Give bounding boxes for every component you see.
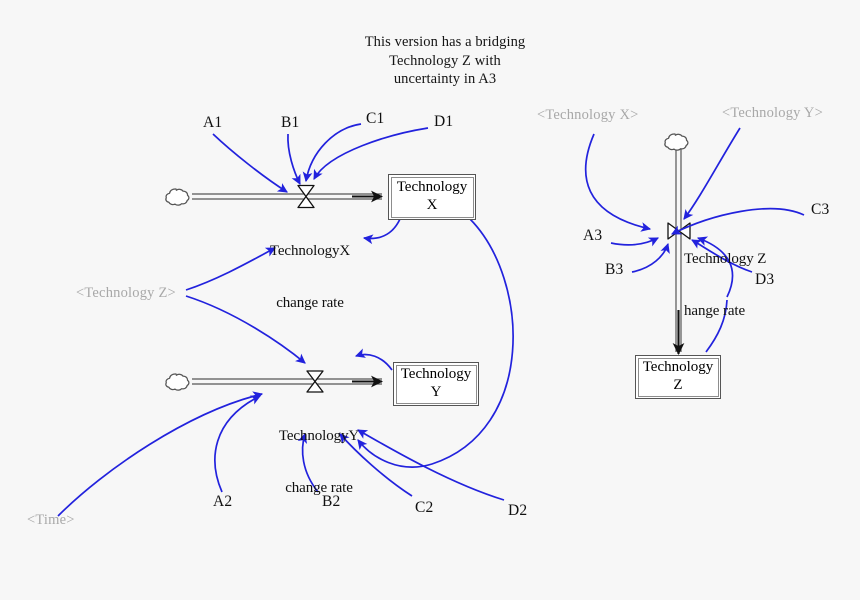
stock-y-line2: Y bbox=[430, 384, 442, 400]
rate-z-line1: Technology Z bbox=[684, 250, 767, 267]
stock-z-line1: Technology bbox=[642, 359, 714, 376]
stock-z-line2: Z bbox=[673, 377, 683, 393]
cloud-source-z bbox=[664, 133, 689, 151]
diagram-title: This version has a bridging Technology Z… bbox=[330, 33, 560, 89]
rate-technologyz-change-rate[interactable]: Technology Z hange rate bbox=[684, 216, 784, 355]
stock-technology-y-label: Technology Y bbox=[401, 366, 472, 401]
aux-variable-c1[interactable]: C1 bbox=[366, 110, 385, 127]
link-a3-to-ratez bbox=[610, 237, 659, 247]
causal-links-y bbox=[57, 348, 505, 517]
aux-variable-b2[interactable]: B2 bbox=[322, 493, 341, 510]
rate-x-line2: change rate bbox=[276, 294, 344, 311]
flow-pipe-z bbox=[672, 146, 685, 355]
aux-variable-d3[interactable]: D3 bbox=[755, 271, 775, 288]
aux-variable-b3[interactable]: B3 bbox=[605, 261, 624, 278]
valve-x bbox=[297, 184, 315, 209]
link-techx-to-ratey bbox=[357, 218, 514, 468]
stock-technology-z-label: Technology Z bbox=[643, 359, 714, 394]
link-c1-to-ratex bbox=[302, 123, 362, 183]
causal-links-shadow-z bbox=[185, 247, 306, 364]
link-techx-to-ratex bbox=[362, 218, 401, 245]
link-c3-to-ratez bbox=[671, 207, 805, 235]
stock-technology-z[interactable]: Technology Z bbox=[635, 355, 721, 399]
shadow-variable-technology-x[interactable]: <Technology X> bbox=[537, 107, 639, 123]
cloud-source-y bbox=[165, 373, 190, 391]
causal-links-x bbox=[212, 123, 429, 245]
aux-variable-a2[interactable]: A2 bbox=[213, 493, 233, 510]
aux-variable-d2[interactable]: D2 bbox=[508, 502, 528, 519]
stock-x-line2: X bbox=[426, 197, 438, 213]
shadow-variable-technology-z[interactable]: <Technology Z> bbox=[76, 285, 176, 301]
rate-y-line2: change rate bbox=[285, 479, 353, 496]
link-a1-to-ratex bbox=[212, 133, 288, 193]
link-b3-to-ratez bbox=[631, 242, 670, 273]
valve-y bbox=[306, 370, 324, 393]
link-d3-to-ratez bbox=[691, 239, 753, 273]
causal-links-z bbox=[584, 127, 805, 353]
aux-variable-a1[interactable]: A1 bbox=[203, 114, 223, 131]
link-time-to-ratey bbox=[57, 391, 264, 517]
link-d2-to-ratey bbox=[357, 429, 505, 501]
rate-z-line2: hange rate bbox=[684, 302, 746, 319]
stock-technology-x[interactable]: Technology X bbox=[388, 174, 476, 220]
causal-links-bridge bbox=[357, 218, 514, 468]
stock-technology-x-label: Technology X bbox=[397, 179, 468, 214]
link-shadowy-to-ratez bbox=[683, 127, 741, 220]
rate-technologyy-change-rate[interactable]: TechnologyY change rate bbox=[265, 393, 373, 532]
rate-technologyx-change-rate[interactable]: TechnologyX change rate bbox=[256, 208, 364, 347]
shadow-variable-time[interactable]: <Time> bbox=[27, 512, 75, 528]
cloud-source-x bbox=[165, 188, 190, 206]
aux-variable-b1[interactable]: B1 bbox=[281, 114, 300, 131]
stock-technology-y[interactable]: Technology Y bbox=[393, 362, 479, 406]
stock-y-line1: Technology bbox=[400, 366, 472, 383]
link-techz-feedback-tail bbox=[705, 299, 728, 353]
aux-variable-c3[interactable]: C3 bbox=[811, 201, 830, 218]
shadow-variable-technology-y[interactable]: <Technology Y> bbox=[722, 105, 823, 121]
link-shadowz-to-ratey bbox=[185, 295, 306, 364]
link-b1-to-ratex bbox=[287, 133, 301, 185]
title-line-3: uncertainty in A3 bbox=[393, 71, 497, 88]
link-shadowz-to-ratex bbox=[185, 247, 276, 291]
aux-variable-d1[interactable]: D1 bbox=[434, 113, 454, 130]
flow-pipe-x bbox=[192, 190, 383, 203]
aux-variable-c2[interactable]: C2 bbox=[415, 499, 434, 516]
link-c2-to-ratey bbox=[339, 433, 413, 497]
flow-pipe-y bbox=[192, 375, 383, 388]
link-d1-to-ratex bbox=[313, 127, 429, 180]
stock-x-line1: Technology bbox=[396, 179, 468, 196]
rate-x-line1: TechnologyX bbox=[269, 242, 351, 259]
rate-y-line1: TechnologyY bbox=[278, 427, 360, 444]
link-techy-to-ratey bbox=[354, 348, 393, 371]
title-line-2: Technology Z with bbox=[389, 52, 501, 69]
link-a2-to-ratey bbox=[214, 395, 261, 493]
title-line-1: This version has a bridging bbox=[364, 34, 526, 50]
link-techz-to-ratez bbox=[696, 236, 734, 298]
link-shadowx-to-ratez bbox=[584, 133, 652, 232]
aux-variable-a3[interactable]: A3 bbox=[583, 227, 603, 244]
link-b2-to-ratey bbox=[297, 432, 319, 493]
